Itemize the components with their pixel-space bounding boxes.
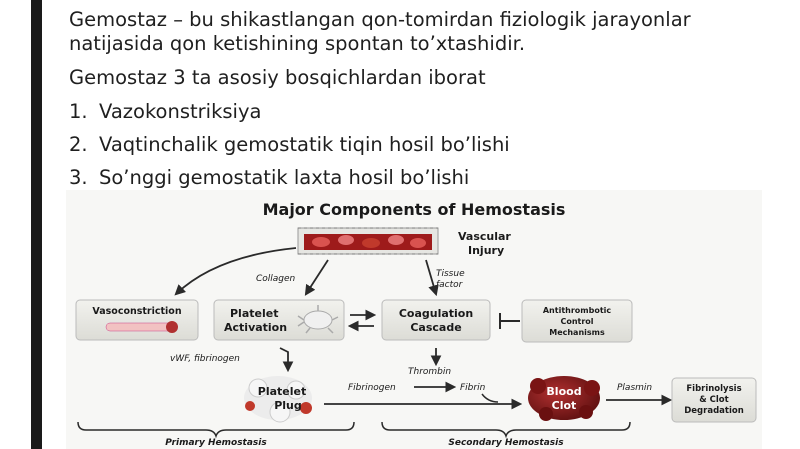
antithrombotic-label-2: Control xyxy=(560,317,593,326)
definition-text: Gemostaz – bu shikastlangan qon-tomirdan… xyxy=(69,8,691,55)
intro-text: Gemostaz 3 ta asosiy bosqichlardan ibora… xyxy=(69,66,486,89)
blood-clot-graphic xyxy=(528,376,600,421)
slide-text: Gemostaz – bu shikastlangan qon-tomirdan… xyxy=(69,8,779,199)
platelet-plug-label-2: Plug xyxy=(274,399,302,412)
collagen-label: Collagen xyxy=(256,274,296,284)
coagulation-label-2: Cascade xyxy=(410,321,461,334)
list-text: So’nggi gemostatik laxta hosil bo’lishi xyxy=(99,166,470,189)
antithrombotic-label-3: Mechanisms xyxy=(549,328,605,337)
fibrinogen-label: Fibrinogen xyxy=(348,383,396,393)
coagulation-cascade-box xyxy=(381,299,491,341)
vessel-constriction-icon xyxy=(166,321,178,333)
fibrinolysis-box xyxy=(671,377,757,423)
diagram-title: Major Components of Hemostasis xyxy=(263,200,566,219)
diagram-svg: Major Components of Hemostasis Vascular … xyxy=(75,200,757,448)
list-number: 3. xyxy=(69,166,88,189)
fibrinolysis-label-3: Degradation xyxy=(684,406,744,416)
platelet-activation-label-2: Activation xyxy=(224,321,287,334)
antithrombotic-box xyxy=(521,299,633,343)
primary-bracket xyxy=(77,421,355,439)
fibrin-join-line xyxy=(481,393,499,403)
primary-hemostasis-label: Primary Hemostasis xyxy=(165,438,267,448)
vasoconstriction-label: Vasoconstriction xyxy=(92,306,181,317)
arrow-to-plug xyxy=(279,347,294,373)
fibrinolysis-label-2: & Clot xyxy=(699,395,728,405)
platelet-icon xyxy=(297,305,339,334)
list-item: 3. So’nggi gemostatik laxta hosil bo’lis… xyxy=(69,166,779,190)
vascular-injury-label-2: Injury xyxy=(468,244,504,257)
stages-list: 1. Vazokonstriksiya 2. Vaqtinchalik gemo… xyxy=(69,100,779,190)
tissue-factor-label: Tissue xyxy=(436,269,465,279)
thrombin-label: Thrombin xyxy=(408,367,451,377)
list-text: Vazokonstriksiya xyxy=(99,100,262,123)
list-number: 2. xyxy=(69,133,88,156)
left-accent-bar xyxy=(0,0,42,449)
arrow-to-vasoconstriction xyxy=(174,247,297,296)
secondary-hemostasis-label: Secondary Hemostasis xyxy=(448,438,564,448)
vessel-icon xyxy=(105,322,177,332)
list-number: 1. xyxy=(69,100,88,123)
antithrombotic-label: Antithrombotic xyxy=(543,306,612,315)
platelet-plug-label: Platelet xyxy=(258,385,306,398)
fibrinolysis-label: Fibrinolysis xyxy=(686,384,741,394)
list-item: 2. Vaqtinchalik gemostatik tiqin hosil b… xyxy=(69,133,779,157)
secondary-bracket xyxy=(381,421,631,439)
list-item: 1. Vazokonstriksiya xyxy=(69,100,779,124)
vascular-injury-label: Vascular xyxy=(458,230,511,243)
arrow-to-coagulation xyxy=(425,259,439,297)
vwf-label: vWF, fibrinogen xyxy=(170,354,240,364)
platelet-plug-graphic xyxy=(244,376,312,423)
platelet-activation-label: Platelet xyxy=(230,307,278,320)
fibrin-label: Fibrin xyxy=(460,383,486,393)
inhibition-line xyxy=(499,313,520,329)
tissue-factor-label-2: factor xyxy=(436,280,464,290)
plasmin-label: Plasmin xyxy=(617,383,652,393)
coagulation-label: Coagulation xyxy=(399,307,473,320)
blood-clot-label: Blood xyxy=(546,385,581,398)
list-text: Vaqtinchalik gemostatik tiqin hosil bo’l… xyxy=(99,133,510,156)
arrow-to-platelet xyxy=(304,259,329,296)
platelet-activation-box xyxy=(213,299,345,341)
blood-clot-label-2: Clot xyxy=(552,399,577,412)
vessel-injury-graphic xyxy=(297,227,439,255)
hemostasis-diagram: Major Components of Hemostasis Vascular … xyxy=(66,190,762,449)
